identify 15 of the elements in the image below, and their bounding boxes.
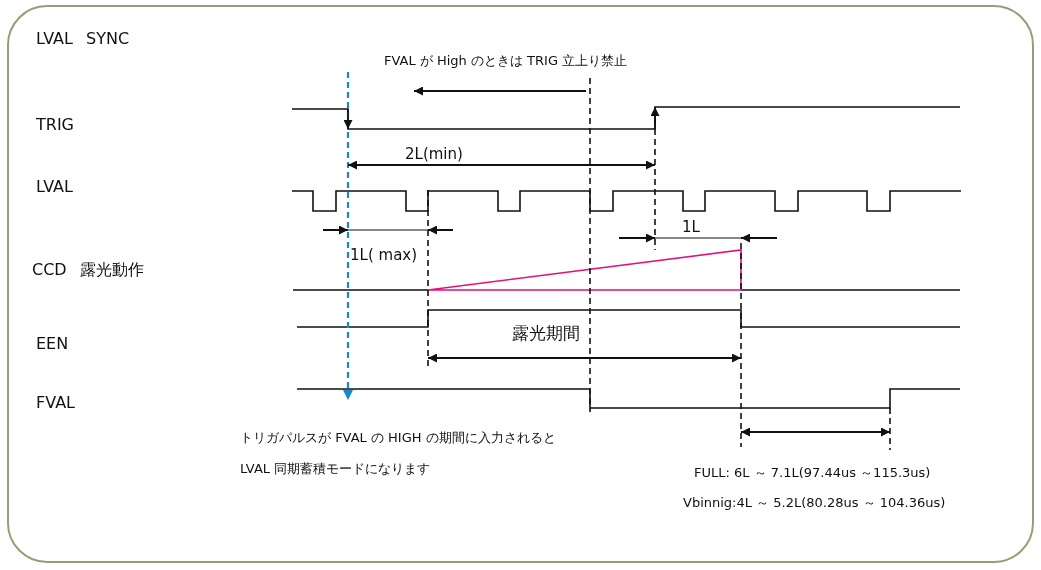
note-text: FVAL が High のときは TRIG 立上り禁止 [384,53,628,69]
dimension-label: 2L(min) [405,145,463,163]
signal-label: LVAL [36,177,73,197]
note-text: LVAL 同期蓄積モードになります [240,461,431,477]
signal-label: EEN [36,334,69,354]
dimension-label: 1L( max) [350,246,418,264]
note-text: トリガパルスが FVAL の HIGH の期間に入力されると [240,430,556,446]
diagram-title: LVAL SYNC [36,29,130,48]
signal-label: CCD 露光動作 [32,260,144,280]
signal-label: FVAL [36,393,75,413]
note-text: Vbinnig:4L ～ 5.2L(80.28us ～ 104.36us) [683,495,946,511]
dimension-label: 1L [682,218,700,236]
dimension-label: 露光期間 [512,323,580,344]
note-text: FULL: 6L ～ 7.1L(97.44us ～115.3us) [694,465,931,481]
signal-label: TRIG [36,115,74,135]
